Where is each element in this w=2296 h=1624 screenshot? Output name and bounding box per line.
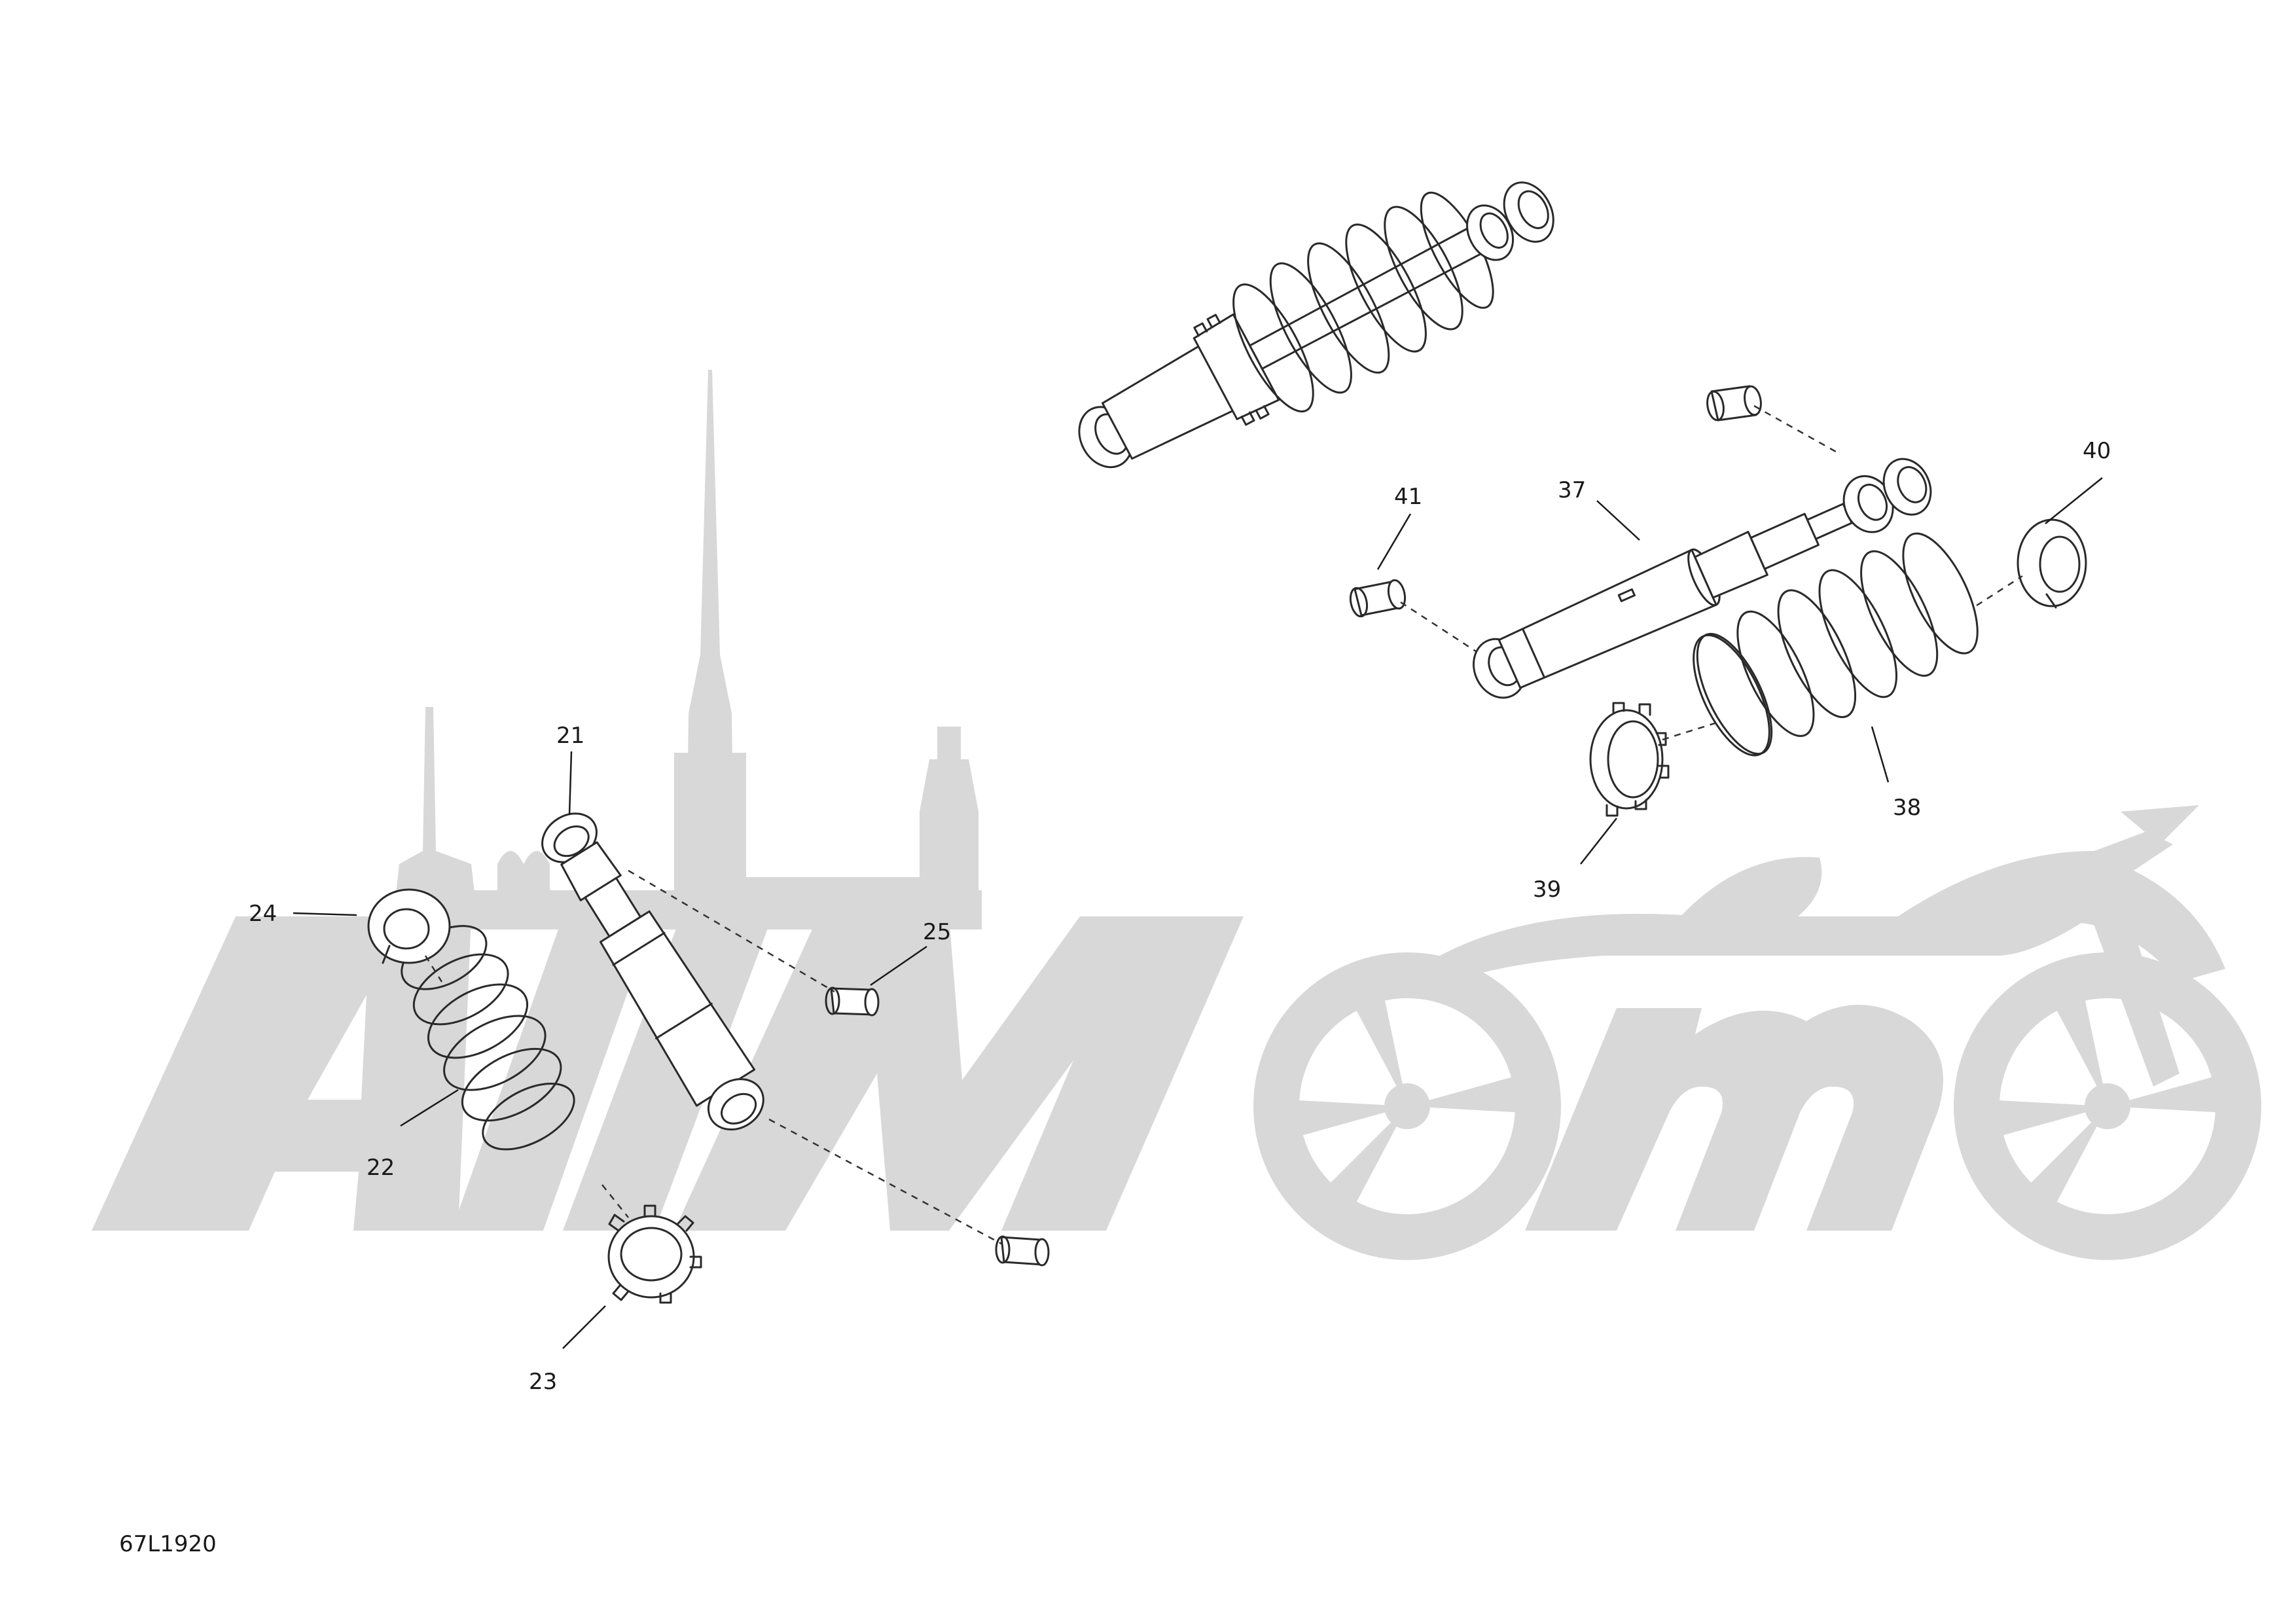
spring-seat-24 (367, 888, 451, 964)
callout-labels: 21 22 23 24 25 37 38 39 40 41 (249, 438, 2111, 1395)
shock-body-21 (541, 812, 764, 1130)
spring-seat-40 (2017, 518, 2087, 609)
watermark-letters (92, 916, 2261, 1260)
leader-lines (293, 477, 2103, 1349)
adjuster-ring-39 (1589, 702, 1670, 817)
callout-23: 23 (529, 1369, 557, 1395)
callout-38: 38 (1893, 795, 1921, 821)
callout-40: 40 (2083, 438, 2111, 464)
callout-39: 39 (1533, 876, 1561, 903)
bushing-25-lower (995, 1235, 1050, 1267)
bushing-top (1706, 385, 1762, 422)
bushing-41 (1349, 579, 1407, 618)
callout-25: 25 (923, 919, 951, 945)
watermark-wheel-spokes (1286, 982, 2225, 1218)
drawing-code: 67L1920 (119, 1531, 217, 1557)
callout-24: 24 (249, 901, 277, 927)
callout-41: 41 (1394, 484, 1422, 510)
bushing-25-upper (825, 986, 880, 1017)
watermark-logo (92, 370, 2261, 1260)
callout-22: 22 (367, 1155, 395, 1181)
spring-38 (1693, 532, 1979, 757)
callout-21: 21 (556, 723, 584, 749)
watermark-motorcycle (1440, 805, 2225, 1087)
assembly-lines-left (424, 869, 1002, 1245)
callout-37: 37 (1558, 477, 1586, 503)
shock-body-37 (1473, 458, 1932, 699)
shock-assembly-top (1078, 181, 1554, 469)
assembly-lines-right (1400, 405, 2023, 741)
watermark-skyline (393, 370, 982, 929)
adjuster-ring-23 (607, 1204, 702, 1304)
